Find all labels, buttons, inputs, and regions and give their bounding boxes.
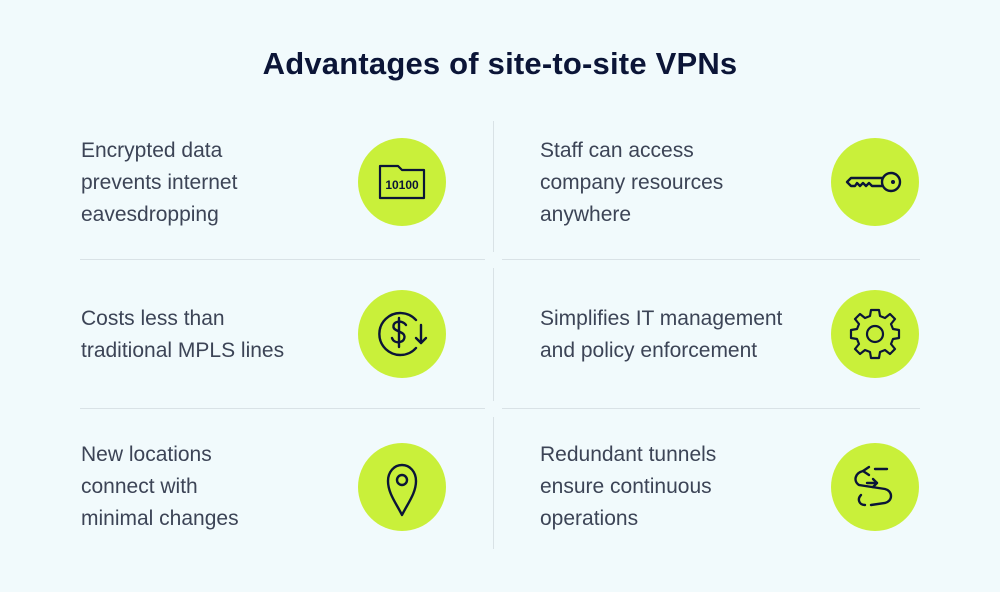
- vertical-divider: [493, 268, 494, 401]
- advantage-costs-less: Costs less than traditional MPLS lines: [81, 303, 284, 367]
- horizontal-divider: [502, 408, 920, 409]
- advantage-line: Costs less than: [81, 307, 225, 330]
- dollar-down-icon: [358, 290, 446, 378]
- gear-icon: [831, 290, 919, 378]
- advantage-line: operations: [540, 507, 639, 530]
- advantage-line: ensure continuous: [540, 475, 712, 498]
- advantage-staff-access: Staff can access company resources anywh…: [540, 135, 723, 231]
- location-pin-icon: [358, 443, 446, 531]
- vertical-divider: [493, 121, 494, 252]
- redundant-loop-icon: [831, 443, 919, 531]
- advantage-line: minimal changes: [81, 507, 239, 530]
- horizontal-divider: [80, 408, 485, 409]
- advantage-line: eavesdropping: [81, 203, 219, 226]
- advantage-line: prevents internet: [81, 171, 238, 194]
- advantage-line: New locations: [81, 443, 212, 466]
- advantage-line: connect with: [81, 475, 198, 498]
- advantage-line: traditional MPLS lines: [81, 339, 285, 362]
- advantage-line: Simplifies IT management: [540, 307, 783, 330]
- encrypted-folder-icon: 10100: [358, 138, 446, 226]
- advantage-line: Redundant tunnels: [540, 443, 717, 466]
- advantage-simplifies-it: Simplifies IT management and policy enfo…: [540, 303, 782, 367]
- advantage-redundant-tunnels: Redundant tunnels ensure continuous oper…: [540, 439, 716, 535]
- advantage-line: anywhere: [540, 203, 632, 226]
- advantage-line: company resources: [540, 171, 724, 194]
- advantage-line: and policy enforcement: [540, 339, 758, 362]
- advantage-line: Staff can access: [540, 139, 694, 162]
- horizontal-divider: [502, 259, 920, 260]
- horizontal-divider: [80, 259, 485, 260]
- advantage-encrypted-data: Encrypted data prevents internet eavesdr…: [81, 135, 237, 231]
- page-title: Advantages of site-to-site VPNs: [262, 46, 738, 81]
- key-icon: [831, 138, 919, 226]
- encrypted-binary-text: 10100: [385, 178, 419, 192]
- advantage-line: Encrypted data: [81, 139, 223, 162]
- vertical-divider: [493, 417, 494, 549]
- advantage-new-locations: New locations connect with minimal chang…: [81, 439, 239, 535]
